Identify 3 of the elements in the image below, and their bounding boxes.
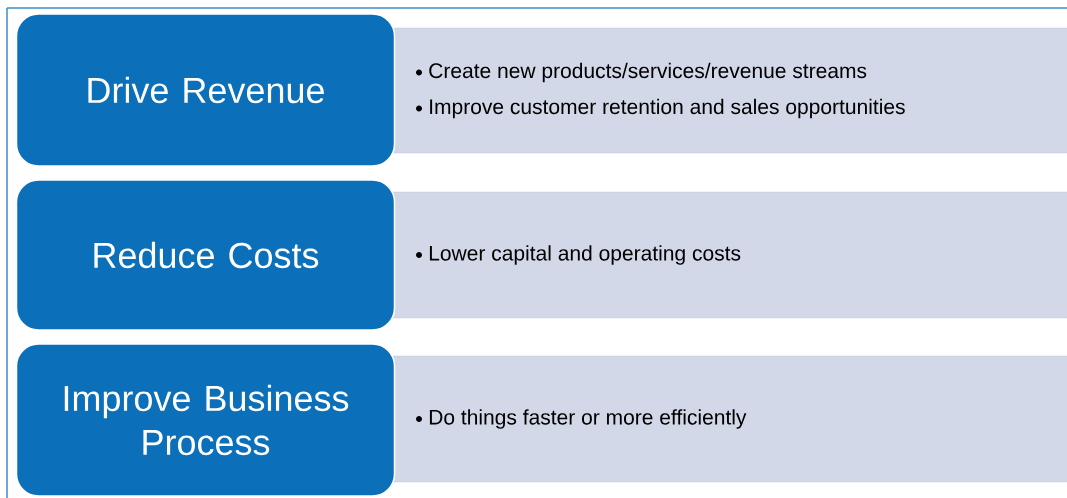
category-box: Reduce Costs: [15, 179, 396, 331]
category-box: Improve Business Process: [15, 343, 396, 497]
category-box: Drive Revenue: [15, 13, 396, 167]
